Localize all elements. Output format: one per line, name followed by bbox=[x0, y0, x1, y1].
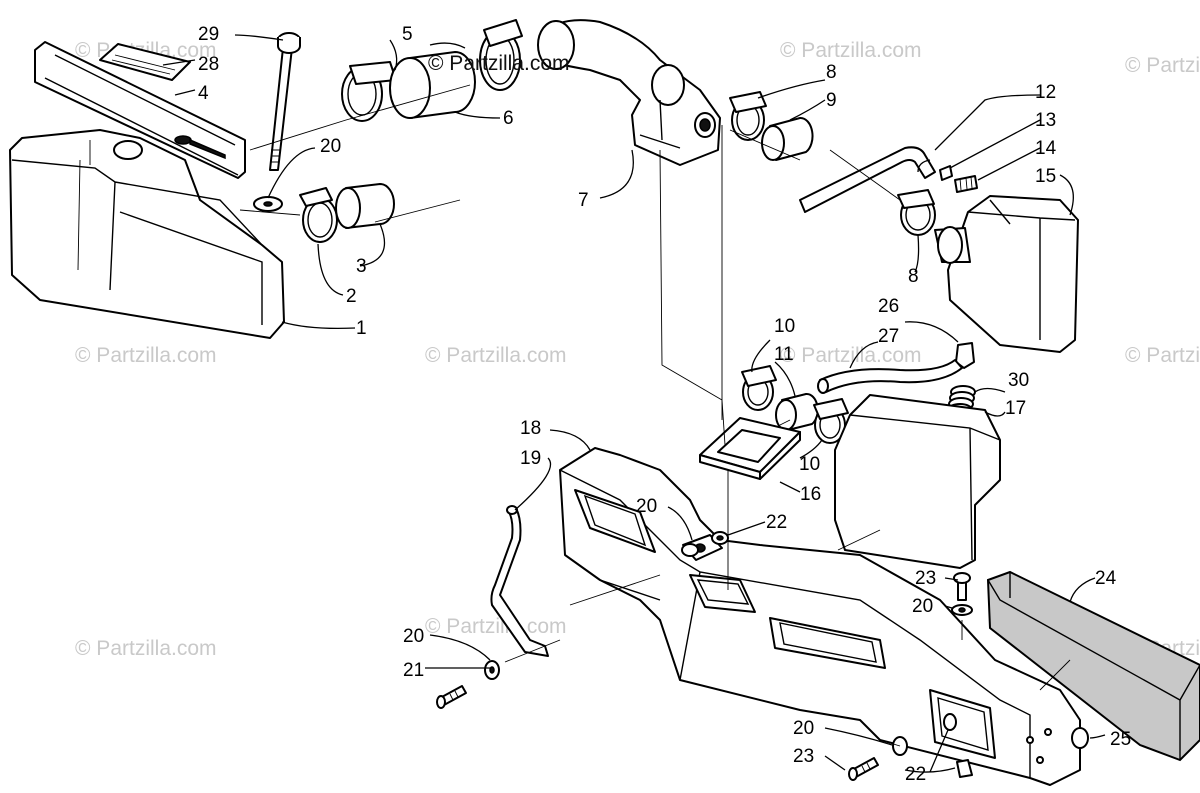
part-27-drain-hose bbox=[817, 359, 963, 394]
part-5-hose-clamp-left bbox=[341, 61, 397, 122]
watermarks: © Partzilla.com © Partzilla.com © Partzi… bbox=[75, 39, 1200, 660]
callout-23-upper: 23 bbox=[915, 568, 936, 589]
callout-7: 7 bbox=[578, 190, 589, 211]
callout-25: 25 bbox=[1110, 729, 1131, 750]
part-22-nut-upper bbox=[711, 531, 729, 545]
part-21-bolt bbox=[436, 685, 467, 709]
callout-10-upper: 10 bbox=[774, 316, 795, 337]
callout-24: 24 bbox=[1095, 568, 1117, 589]
callout-4: 4 bbox=[198, 83, 209, 104]
part-1-intake-silencer bbox=[9, 129, 285, 339]
callout-22-lower: 22 bbox=[905, 764, 926, 785]
callout-2: 2 bbox=[346, 286, 357, 307]
callout-10-lower: 10 bbox=[799, 454, 820, 475]
watermark: © Partzilla.com bbox=[780, 344, 922, 367]
watermark: © Partzilla.com bbox=[1125, 344, 1200, 367]
washer-hole bbox=[958, 607, 966, 613]
callout-26: 26 bbox=[878, 296, 899, 317]
part-3-coupler-sleeve bbox=[335, 183, 395, 229]
callout-5: 5 bbox=[402, 24, 413, 45]
part-10-hose-clamp-lower bbox=[813, 398, 849, 444]
callout-29: 29 bbox=[198, 24, 219, 45]
callout-20-right: 20 bbox=[912, 596, 933, 617]
part-23-bolt-upper bbox=[953, 572, 971, 601]
callout-12: 12 bbox=[1035, 82, 1056, 103]
callout-1: 1 bbox=[356, 318, 367, 339]
watermark: © Partzilla.com bbox=[75, 637, 217, 660]
part-26-elbow-fitting bbox=[955, 342, 975, 369]
callout-labels: 1 2 3 4 5 6 7 8 8 9 10 10 11 12 13 14 15… bbox=[198, 24, 1131, 785]
callout-30: 30 bbox=[1008, 370, 1029, 391]
callout-19: 19 bbox=[520, 448, 541, 469]
part-13-fitting bbox=[939, 165, 953, 181]
callout-3: 3 bbox=[356, 256, 367, 277]
part-11-coupler-sleeve bbox=[775, 392, 819, 431]
callout-20-middle: 20 bbox=[636, 496, 657, 517]
part-25-o-ring bbox=[1071, 727, 1089, 749]
callout-11: 11 bbox=[774, 344, 794, 365]
part-29-long-bolt bbox=[269, 32, 301, 171]
part-22-nut-lower bbox=[943, 713, 973, 778]
callout-20-left: 20 bbox=[403, 626, 424, 647]
watermark: © Partzilla.com bbox=[425, 344, 567, 367]
part-20-washer bbox=[681, 543, 699, 557]
part-9-coupler-sleeve bbox=[761, 116, 814, 161]
part-8-hose-clamp-upper bbox=[729, 91, 767, 141]
callout-14: 14 bbox=[1035, 138, 1057, 159]
part-4-decal-plate bbox=[34, 41, 246, 179]
part-14-nipple-fitting bbox=[954, 175, 978, 193]
part-5-hose-clamp-right bbox=[479, 19, 523, 91]
callout-17: 17 bbox=[1005, 398, 1026, 419]
part-24-foam-filter bbox=[986, 570, 1200, 762]
callout-9: 9 bbox=[826, 90, 837, 111]
watermark: © Partzilla.com bbox=[1125, 54, 1200, 77]
part-16-gasket bbox=[699, 417, 801, 480]
part-15-resonator-box bbox=[934, 195, 1079, 353]
callout-8-upper: 8 bbox=[826, 62, 837, 83]
part-10-hose-clamp-upper bbox=[741, 365, 777, 411]
assembly-guide-lines bbox=[239, 84, 1071, 747]
callout-22-upper: 22 bbox=[766, 512, 787, 533]
callout-18: 18 bbox=[520, 418, 541, 439]
callout-28: 28 bbox=[198, 54, 219, 75]
part-28-label bbox=[99, 43, 191, 81]
part-7-intake-elbow bbox=[537, 19, 721, 166]
part-23-bolt-lower bbox=[848, 757, 879, 781]
part-12-vent-hose bbox=[799, 146, 936, 213]
callout-8-lower: 8 bbox=[908, 266, 919, 287]
callout-13: 13 bbox=[1035, 110, 1056, 131]
watermark: © Partzilla.com bbox=[780, 39, 922, 62]
callout-15: 15 bbox=[1035, 166, 1056, 187]
watermark: © Partzilla.com bbox=[425, 615, 567, 638]
leader-lines bbox=[162, 34, 1106, 773]
watermark: © Partzilla.com bbox=[75, 344, 217, 367]
callout-21: 21 bbox=[403, 660, 424, 681]
part-8-hose-clamp-lower bbox=[897, 189, 936, 236]
watermark-primary: © Partzilla.com bbox=[428, 52, 570, 75]
callout-20-upper: 20 bbox=[320, 136, 341, 157]
part-2-hose-clamp bbox=[299, 187, 338, 243]
callout-23-lower: 23 bbox=[793, 746, 814, 767]
callout-27: 27 bbox=[878, 326, 899, 347]
washer-hole bbox=[489, 666, 495, 674]
washer-hole bbox=[263, 201, 273, 207]
callout-6: 6 bbox=[503, 108, 514, 129]
callout-20-bottom: 20 bbox=[793, 718, 814, 739]
part-6-coupler-sleeve bbox=[389, 51, 476, 119]
callout-16: 16 bbox=[800, 484, 821, 505]
part-19-support-rod bbox=[490, 505, 549, 657]
part-17-airbox-cover bbox=[834, 394, 1001, 569]
